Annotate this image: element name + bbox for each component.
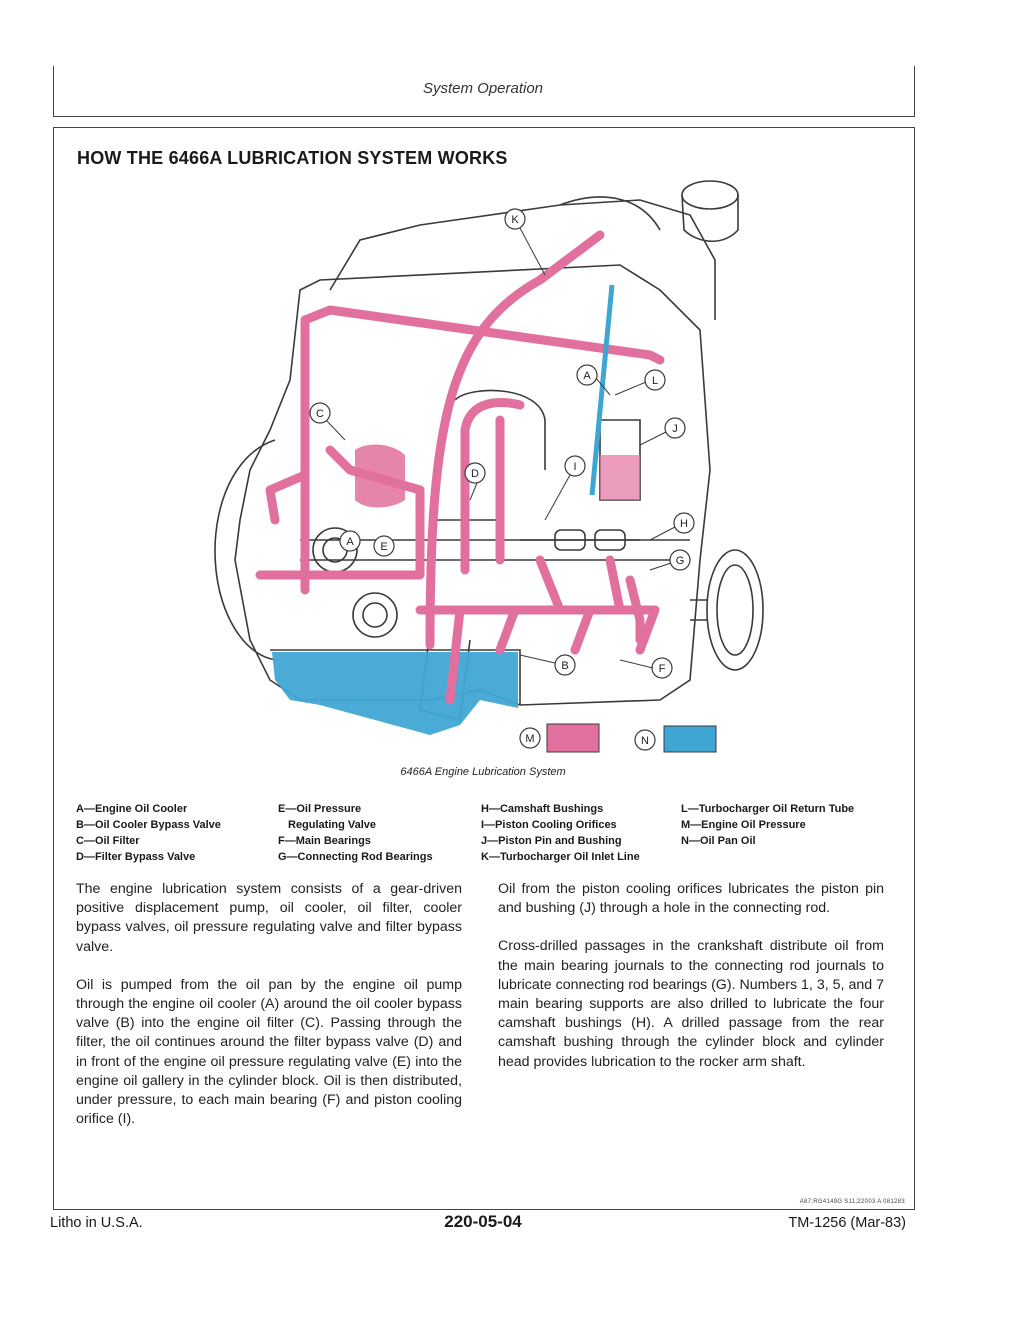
legend-item: H—Camshaft Bushings <box>481 803 604 815</box>
label-D: D <box>471 468 479 480</box>
body-paragraph: Oil from the piston cooling orifices lub… <box>498 881 884 917</box>
legend-item: K—Turbocharger Oil Inlet Line <box>481 851 640 863</box>
legend-item: B—Oil Cooler Bypass Valve <box>76 819 221 831</box>
legend-item: I—Piston Cooling Orifices <box>481 819 617 831</box>
legend-col-1: A—Engine Oil Cooler B—Oil Cooler Bypass … <box>76 801 221 865</box>
body-paragraph: Cross-drilled passages in the crankshaft… <box>498 938 884 1070</box>
frame-right <box>914 127 915 1209</box>
frame-left-top <box>53 66 54 116</box>
legend-item: M—Engine Oil Pressure <box>681 819 806 831</box>
body-paragraph: Oil is pumped from the oil pan by the en… <box>76 976 462 1128</box>
legend-item: L—Turbocharger Oil Return Tube <box>681 803 855 815</box>
page-title: HOW THE 6466A LUBRICATION SYSTEM WORKS <box>77 148 508 168</box>
legend-item: G—Connecting Rod Bearings <box>278 851 433 863</box>
legend-col-2: E—Oil Pressure Regulating Valve F—Main B… <box>278 801 433 865</box>
label-G: G <box>676 555 685 567</box>
key-label-N: N <box>641 735 649 747</box>
piston-oil <box>600 455 640 500</box>
engine-outline <box>214 180 764 721</box>
body-left-column: The engine lubrication system consists o… <box>76 880 462 1148</box>
legend-item: J—Piston Pin and Bushing <box>481 835 622 847</box>
turbo-return-line <box>589 284 615 496</box>
label-C: C <box>316 408 324 420</box>
body-paragraph: The engine lubrication system consists o… <box>76 881 462 955</box>
footer-rule <box>53 1209 915 1210</box>
oil-pan-oil <box>272 652 518 735</box>
legend-item: D—Filter Bypass Valve <box>76 851 196 863</box>
color-key: M N <box>519 723 717 753</box>
label-B: B <box>561 660 568 672</box>
legend-col-3: H—Camshaft Bushings I—Piston Cooling Ori… <box>481 801 640 865</box>
callout-leaders <box>326 227 676 669</box>
footer-manual-id: TM-1256 (Mar-83) <box>788 1215 906 1231</box>
label-J: J <box>672 423 678 435</box>
legend-item: E—Oil Pressure <box>278 803 362 815</box>
page-number: 220-05-04 <box>444 1212 522 1231</box>
label-I: I <box>573 461 576 473</box>
legend-item: F—Main Bearings <box>278 835 371 847</box>
legend-item: C—Oil Filter <box>76 835 140 847</box>
document-code: A87;RG4149G S11;22003 A 081283 <box>799 1199 905 1205</box>
pressure-oil-filter <box>355 444 405 508</box>
callout-letters: K A L C J I D E A H G B F <box>316 214 688 675</box>
legend-item: A—Engine Oil Cooler <box>76 803 188 815</box>
frame-right-top <box>914 66 915 116</box>
legend-col-4: L—Turbocharger Oil Return Tube M—Engine … <box>681 801 854 849</box>
label-A: A <box>583 370 591 382</box>
frame-top-rule <box>53 127 915 128</box>
figure-caption: 6466A Engine Lubrication System <box>400 766 566 778</box>
label-H: H <box>680 518 688 530</box>
legend-item: N—Oil Pan Oil <box>681 835 756 847</box>
pressure-oil-passages <box>255 230 665 705</box>
key-swatch-pan-oil <box>663 725 717 753</box>
label-A2: A <box>346 536 354 548</box>
callout-labels <box>309 208 695 679</box>
footer-litho: Litho in U.S.A. <box>50 1215 143 1231</box>
key-swatch-pressure <box>546 723 600 753</box>
section-header: System Operation <box>422 80 544 97</box>
header-rule <box>53 116 915 117</box>
label-K: K <box>511 214 519 226</box>
frame-left <box>53 127 54 1209</box>
body-right-column: Oil from the piston cooling orifices lub… <box>498 880 884 1091</box>
legend-item: Regulating Valve <box>288 819 377 831</box>
label-F: F <box>659 663 666 675</box>
key-label-M: M <box>525 733 534 745</box>
label-L: L <box>652 375 658 387</box>
engine-illustration: K A L C J I D E A H G B F M N <box>214 180 764 753</box>
label-E: E <box>380 541 387 553</box>
